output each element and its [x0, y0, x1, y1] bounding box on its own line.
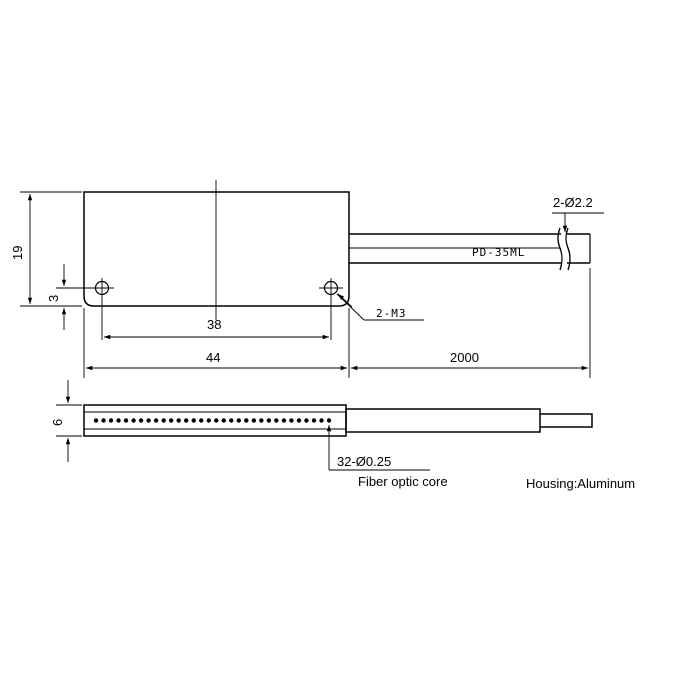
hole-callout: 2-M3 [336, 293, 424, 321]
housing-note: Housing:Aluminum [526, 476, 635, 491]
fiber-core-dot [108, 418, 114, 423]
mounting-hole-left [90, 278, 114, 340]
fiber-core-dot [251, 418, 257, 423]
fiber-core-dot [296, 418, 302, 423]
dim-cable-length-2000: 2000 [351, 268, 591, 378]
fiber-core-dot [259, 418, 264, 423]
fiber-core-dot [199, 418, 204, 423]
dim-hole-offset-text: 3 [46, 295, 61, 302]
core-callout-text: 32-Ø0.25 [337, 454, 391, 469]
mounting-hole-right [319, 278, 343, 340]
dim-thickness-text: 6 [50, 419, 65, 426]
fiber-core-dot [214, 418, 219, 423]
housing-outline [83, 191, 350, 307]
fiber-core-dot [168, 418, 174, 423]
dim-thickness-6: 6 [50, 380, 82, 462]
fiber-core-dot [146, 418, 151, 423]
dim-height-text: 19 [10, 246, 25, 260]
dim-width-text: 44 [206, 350, 220, 365]
fiber-core-dot [191, 418, 196, 423]
cable [349, 227, 591, 271]
dim-hole-offset-3: 3 [46, 264, 96, 330]
fiber-core-dot [161, 418, 166, 423]
fiber-core-dot [131, 418, 136, 423]
fiber-core-dot [319, 418, 324, 423]
side-view: 6 32-Ø0.25 Fiber optic core [50, 380, 593, 489]
fiber-core-dot [326, 418, 332, 423]
core-label: Fiber optic core [358, 474, 448, 489]
cable-label: PD-35ML [472, 246, 525, 259]
dim-hole-spacing-38: 38 [104, 317, 329, 340]
fiber-core-dot [281, 418, 287, 423]
dim-hole-spacing-text: 38 [207, 317, 221, 332]
fiber-core-dot [153, 418, 159, 423]
fiber-core-dot [116, 418, 121, 423]
fiber-core-dot [236, 418, 242, 423]
fiber-core-dot [304, 418, 309, 423]
core-callout: 32-Ø0.25 Fiber optic core [326, 425, 448, 489]
fiber-core-dot [101, 418, 106, 423]
cable-jacket-side [345, 408, 541, 433]
fiber-core-dot [123, 418, 129, 423]
fiber-core-dot [176, 418, 181, 423]
fiber-core-dots [93, 418, 332, 423]
fiber-core-dot [138, 418, 144, 423]
dim-width-44: 44 [83, 308, 350, 378]
dim-cable-length-text: 2000 [450, 350, 479, 365]
fiber-core-dot [183, 418, 189, 423]
top-view: PD-35ML 2-Ø2.2 19 3 2-M3 [10, 180, 604, 378]
cable-callout-text: 2-Ø2.2 [553, 195, 593, 210]
fiber-core-dot [289, 418, 294, 423]
fiber-core-dot [311, 418, 317, 423]
cable-callout: 2-Ø2.2 [552, 195, 604, 232]
fiber-core-dot [93, 418, 99, 423]
fiber-core-dot [274, 418, 279, 423]
dim-height-19: 19 [10, 191, 82, 307]
fiber-core-dot [206, 418, 211, 423]
fiber-out-side [540, 413, 593, 428]
fiber-core-dot [244, 418, 249, 423]
fiber-core-dot [266, 418, 272, 423]
hole-callout-text: 2-M3 [376, 307, 407, 320]
fiber-core-dot [221, 418, 226, 423]
fiber-core-dot [229, 418, 234, 423]
